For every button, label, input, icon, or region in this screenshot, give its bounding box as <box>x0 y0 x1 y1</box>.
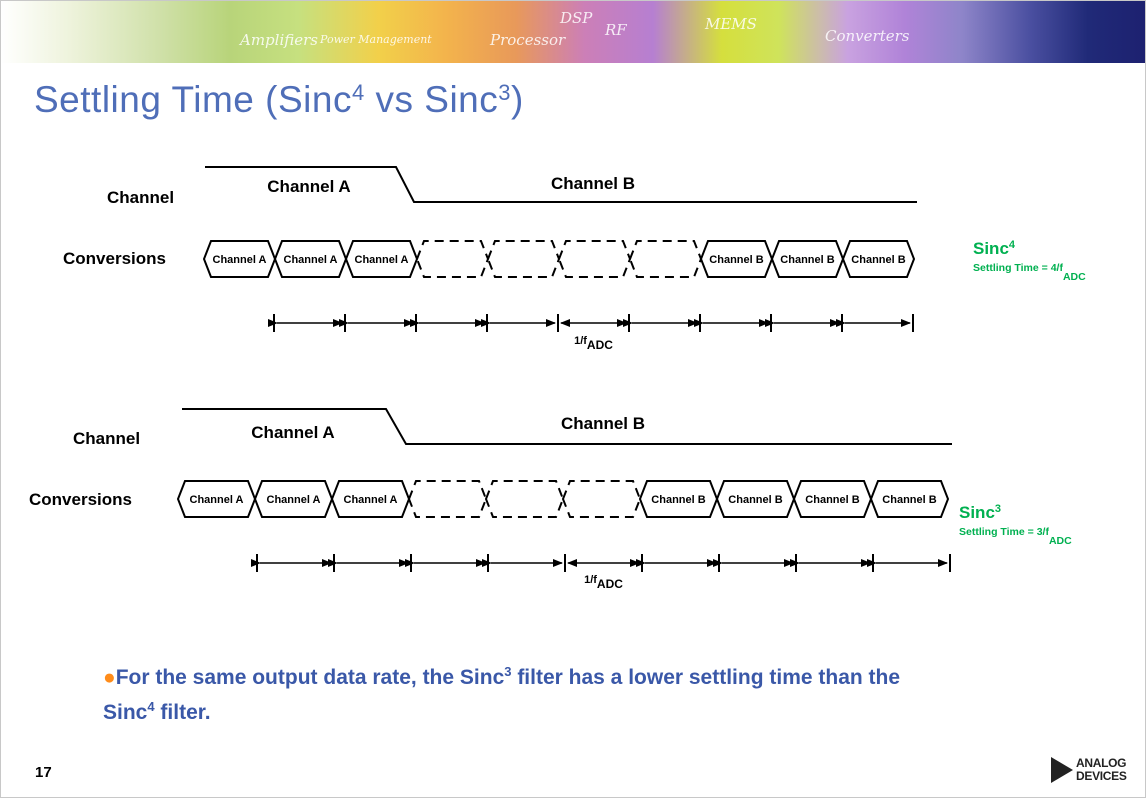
banner-word: Converters <box>825 27 910 45</box>
header-banner: Amplifiers Power Management Processor DS… <box>1 1 1145 63</box>
channel-waveform <box>182 408 952 445</box>
banner-tile: Power Management <box>316 1 432 63</box>
banner-word: Power Management <box>320 33 432 46</box>
channel-a-label: Channel A <box>251 423 334 442</box>
channel-b-label: Channel B <box>561 414 645 433</box>
banner-word: RF <box>605 21 627 39</box>
conversion-slot <box>869 480 950 518</box>
channel-row-label: Channel <box>73 429 140 448</box>
banner-tile: Processor <box>486 1 565 63</box>
banner-word: DSP <box>560 9 593 27</box>
summary-note: ●For the same output data rate, the Sinc… <box>103 664 901 724</box>
banner-tile: DSP <box>556 1 596 63</box>
logo-triangle-icon <box>1051 757 1073 783</box>
banner-word: Processor <box>490 31 566 49</box>
conversion-slot-label: Channel A <box>344 494 398 506</box>
conversions-row-label: Conversions <box>29 490 132 509</box>
conversion-slot-label: Channel A <box>213 254 267 266</box>
conversion-slot-empty <box>484 480 565 518</box>
conversion-slot-label: Channel B <box>805 494 859 506</box>
conversion-slot-label: Channel A <box>267 494 321 506</box>
conversion-slot-label: Channel B <box>728 494 782 506</box>
channel-row-label: Channel <box>107 188 174 207</box>
conversion-slot-label: Channel B <box>851 254 905 266</box>
conversion-slot-label: Channel B <box>882 494 936 506</box>
conversion-slot-empty <box>415 240 490 278</box>
slide-title: Settling Time (Sinc4 vs Sinc3) <box>34 79 524 120</box>
conversion-slot-empty <box>561 480 642 518</box>
settling-time-label: Settling Time = 3/fADC <box>959 526 1072 547</box>
conversion-slot-label: Channel A <box>190 494 244 506</box>
conversions-row-label: Conversions <box>63 249 166 268</box>
conversion-slot-label: Channel B <box>651 494 705 506</box>
settling-time-label: Settling Time = 4/fADC <box>973 262 1086 283</box>
sinc-order-label: Sinc4 <box>973 239 1016 258</box>
conversion-slot-label: Channel A <box>355 254 409 266</box>
banner-tile: MEMS <box>701 1 757 63</box>
sinc-order-label: Sinc3 <box>959 503 1001 522</box>
conversion-slot-empty <box>557 240 632 278</box>
conversion-slot <box>841 240 916 278</box>
bullet: ● <box>103 666 116 689</box>
conversion-slot-empty <box>407 480 488 518</box>
conversion-slot-label: Channel B <box>780 254 834 266</box>
conversion-slot-empty <box>628 240 703 278</box>
banner-word: MEMS <box>705 15 757 33</box>
banner-tile: Converters <box>821 1 911 63</box>
conversion-slot-label: Channel A <box>284 254 338 266</box>
banner-tile: Amplifiers <box>236 1 319 63</box>
channel-a-label: Channel A <box>267 177 350 196</box>
conversion-slot-label: Channel B <box>709 254 763 266</box>
conversion-slot-empty <box>486 240 561 278</box>
page-number: 17 <box>35 764 52 781</box>
channel-b-label: Channel B <box>551 174 635 193</box>
banner-word: Amplifiers <box>240 31 319 49</box>
analog-devices-logo: ANALOG DEVICES <box>1051 757 1127 783</box>
banner-tile: RF <box>601 1 636 63</box>
period-label: 1/fADC <box>584 574 623 591</box>
channel-waveform <box>205 166 917 203</box>
period-label: 1/fADC <box>574 335 613 352</box>
